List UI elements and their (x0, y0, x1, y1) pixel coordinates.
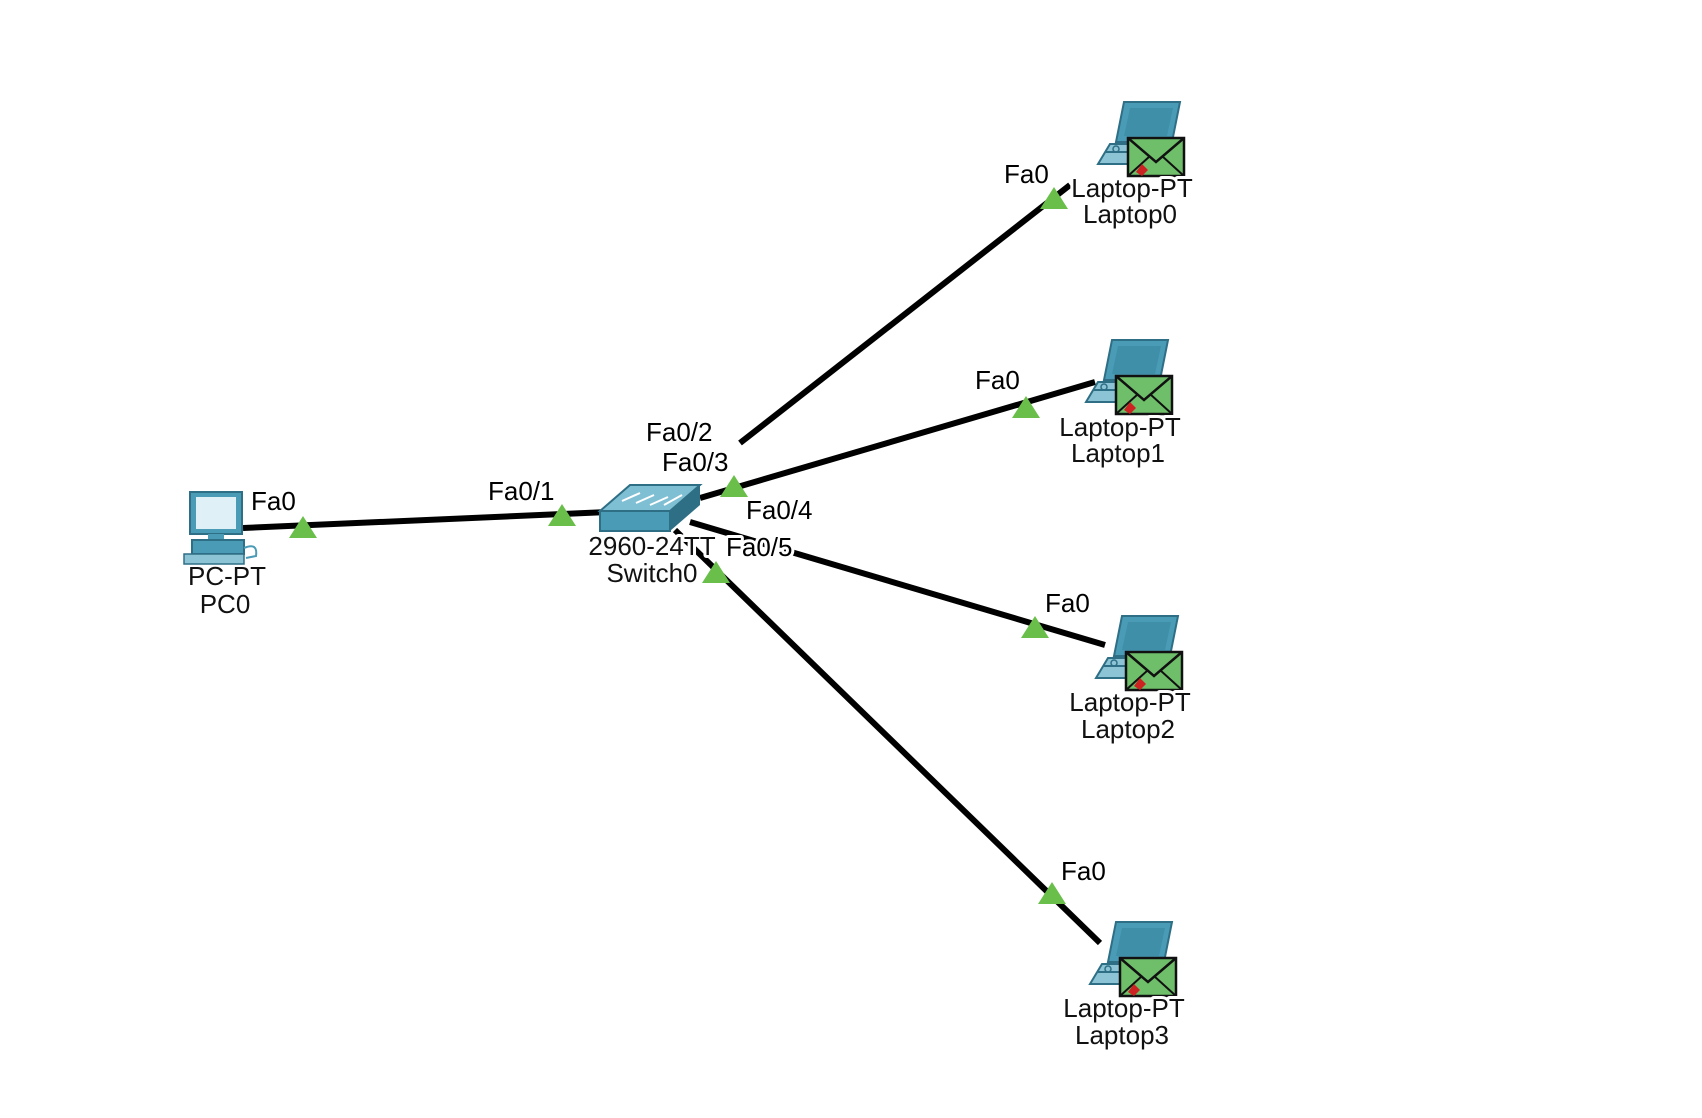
device-model-label: Laptop-PT (1059, 412, 1181, 442)
device-model-label: PC-PT (188, 561, 266, 591)
device-laptop3[interactable]: Laptop-PT Laptop3 (1060, 921, 1188, 1050)
device-switch0[interactable]: 2960-24TT Switch0 (585, 484, 719, 591)
port-label: Fa0 (1061, 856, 1106, 886)
port-labels-layer: Fa0 Fa0/1 Fa0/2 Fa0 Fa0/3 Fa0 Fa0/4 Fa0 … (248, 156, 1109, 889)
device-name-label: Laptop2 (1081, 714, 1175, 744)
link-switch0-laptop3[interactable] (672, 527, 1103, 946)
port-label: Fa0 (251, 486, 296, 516)
device-name-label: Switch0 (606, 558, 697, 588)
device-laptop0[interactable]: Laptop-PT Laptop0 (1068, 101, 1196, 229)
email-envelope-icon[interactable] (1124, 650, 1184, 692)
device-name-label: Laptop3 (1075, 1020, 1169, 1050)
desktop-pc-icon (183, 491, 258, 565)
device-model-label: 2960-24TT (588, 531, 715, 561)
device-name-label: Laptop0 (1083, 199, 1177, 229)
port-label: Fa0/3 (662, 447, 729, 477)
switch-icon (597, 484, 703, 532)
email-envelope-icon[interactable] (1118, 956, 1178, 998)
device-name-label: PC0 (200, 589, 251, 619)
port-label: Fa0 (1045, 588, 1090, 618)
port-label: Fa0 (1004, 159, 1049, 189)
device-model-label: Laptop-PT (1069, 687, 1191, 717)
port-label: Fa0/4 (746, 495, 813, 525)
link-switch0-laptop1[interactable] (699, 379, 1096, 501)
device-name-label: Laptop1 (1071, 438, 1165, 468)
port-label: Fa0/1 (488, 476, 555, 506)
port-label: Fa0/2 (646, 417, 713, 447)
device-model-label: Laptop-PT (1063, 993, 1185, 1023)
email-envelope-icon[interactable] (1114, 374, 1174, 416)
email-envelope-icon[interactable] (1126, 136, 1186, 178)
device-model-label: Laptop-PT (1071, 173, 1193, 203)
link-switch0-laptop0[interactable] (738, 182, 1072, 446)
port-label: Fa0/5 (726, 532, 793, 562)
device-laptop1[interactable]: Laptop-PT Laptop1 (1056, 339, 1184, 468)
port-label: Fa0 (975, 365, 1020, 395)
device-pc0[interactable]: PC-PT PC0 (183, 491, 266, 619)
device-laptop2[interactable]: Laptop-PT Laptop2 (1066, 615, 1194, 744)
